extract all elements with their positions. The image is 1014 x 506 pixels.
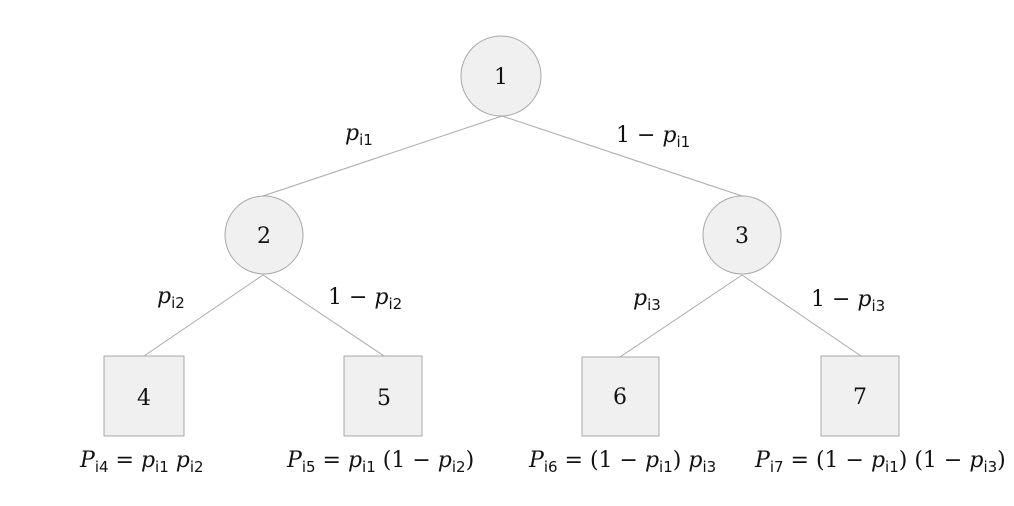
leaf-formula-5: Pi5​ = pi1​ (1 − pi2​) <box>286 448 474 476</box>
edge-label-2-4: pi2​ <box>157 284 185 312</box>
node-2: 2 <box>224 195 304 275</box>
node-2-label: 2 <box>257 224 271 249</box>
leaf-formula-7: Pi7​ = (1 − pi1​) (1 − pi3​) <box>754 448 1006 476</box>
leaf-formula-6: Pi6​ = (1 − pi1​) pi3​ <box>528 448 716 476</box>
node-4: 4 <box>103 355 185 437</box>
edge-3-6 <box>619 274 743 358</box>
edge-label-2-5: 1 − pi2​ <box>328 285 402 313</box>
edge-1-3 <box>501 115 743 197</box>
node-6-label: 6 <box>613 385 627 410</box>
node-1: 1 <box>460 35 542 117</box>
edge-3-7 <box>741 274 862 357</box>
edge-1-2 <box>262 115 503 197</box>
node-7-label: 7 <box>853 385 867 410</box>
node-6: 6 <box>581 356 660 437</box>
node-3-label: 3 <box>735 224 749 249</box>
edge-label-1-2: pi1​ <box>345 121 373 149</box>
edge-label-1-3: 1 − pi1​ <box>616 123 690 151</box>
edge-label-3-7: 1 − pi3​ <box>811 287 885 315</box>
node-5: 5 <box>343 355 423 437</box>
node-4-label: 4 <box>137 386 151 411</box>
node-7: 7 <box>820 355 900 437</box>
edge-label-3-6: pi3​ <box>633 286 661 314</box>
node-1-label: 1 <box>494 65 508 90</box>
node-5-label: 5 <box>377 386 391 411</box>
edge-2-4 <box>143 274 264 357</box>
leaf-formula-4: Pi4​ = pi1​ pi2​ <box>79 448 204 476</box>
node-3: 3 <box>702 195 782 275</box>
edge-2-5 <box>262 274 385 357</box>
